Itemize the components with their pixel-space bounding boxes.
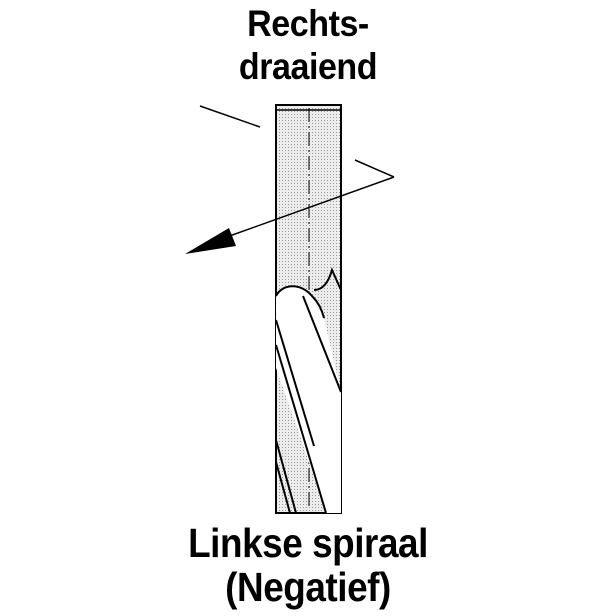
spiral-label-line-2: (Negatief) xyxy=(225,564,391,610)
arrow-head xyxy=(185,228,236,254)
tool-flute-line-2 xyxy=(275,344,327,514)
tool-flute-line-5 xyxy=(275,461,291,514)
end-mill-icon xyxy=(275,104,342,514)
rotation-label-line-1: Rechts- xyxy=(247,3,369,44)
spiral-label-line-1: Linkse spiraal xyxy=(188,520,428,566)
rotation-label-line-2: draaiend xyxy=(238,46,378,87)
tool-helix-edge-top xyxy=(275,285,325,319)
arrow-shaft xyxy=(223,176,395,239)
tool-flute-line-4 xyxy=(275,439,297,514)
arrow-lead-line-right xyxy=(354,159,395,178)
tool-flute-line-3 xyxy=(302,295,342,393)
tool-cutting-tip xyxy=(313,267,342,291)
arrow-lead-line-left xyxy=(199,105,261,128)
tool-flute-cutout xyxy=(276,286,341,513)
arrow-icon xyxy=(185,105,395,254)
tool-flute-line-1 xyxy=(275,319,315,447)
